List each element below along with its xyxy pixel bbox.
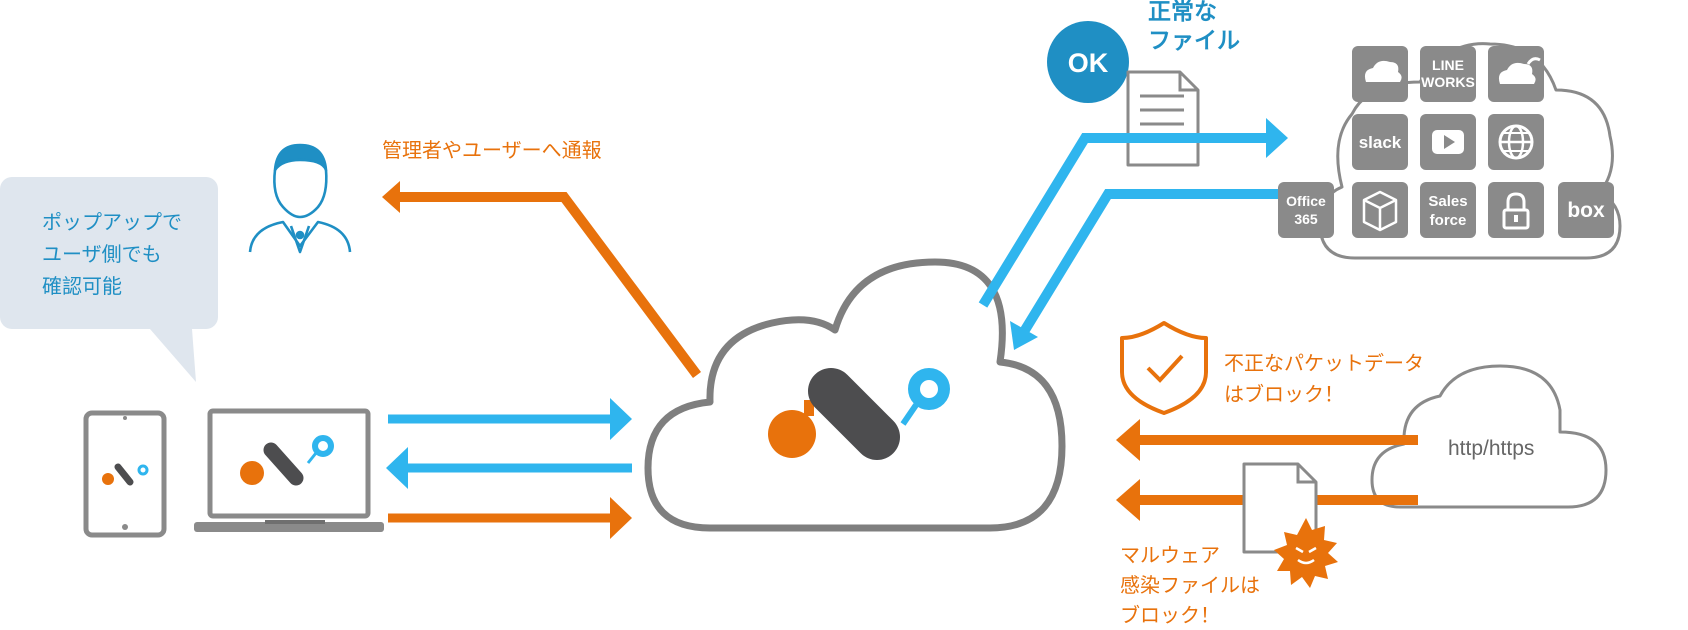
device-orange-arrow [388, 497, 632, 539]
ok-badge-label: OK [1067, 48, 1109, 78]
line-works-line2: WORKS [1421, 74, 1475, 90]
normal-file-line-2: ファイル [1148, 28, 1240, 54]
tile-package [1352, 182, 1408, 238]
normal-file-label: 正常な ファイル [1148, 0, 1240, 56]
device-download-arrow [386, 447, 632, 489]
office365-line1: Office [1286, 193, 1326, 209]
box-label: box [1567, 199, 1605, 222]
block-packet-label: 不正なパケットデータ はブロック！ [1224, 348, 1424, 410]
slack-label: slack [1359, 133, 1402, 152]
block-packet-line-2: はブロック！ [1224, 382, 1344, 406]
bubble-line-1: ポップアップで [42, 210, 182, 234]
laptop-device [194, 408, 384, 532]
tile-globe [1488, 114, 1544, 170]
internet-cloud [1370, 364, 1608, 509]
blocked-packet-arrow [1116, 419, 1418, 461]
shield-check-icon [1120, 321, 1208, 415]
administrator-icon [248, 143, 352, 254]
tile-multi-cloud [1488, 46, 1544, 102]
product-logo [768, 368, 950, 460]
tile-cloud-storage [1352, 46, 1408, 102]
popup-speech-bubble [0, 177, 218, 382]
admin-notice-label: 管理者やユーザーへ通報 [382, 138, 602, 162]
malware-file-icon [1242, 462, 1318, 554]
download-from-services-arrow [1010, 189, 1295, 350]
tile-line-works: LINE WORKS [1420, 46, 1476, 102]
notify-arrow [382, 181, 702, 378]
malware-line-2: 感染ファイルは [1120, 573, 1260, 597]
popup-bubble-text: ポップアップで ユーザ側でも 確認可能 [42, 206, 182, 302]
web-protocol-label: http/https [1448, 437, 1535, 460]
salesforce-line1: Sales [1428, 193, 1467, 210]
normal-file-line-1: 正常な [1148, 0, 1217, 25]
ok-badge [1047, 21, 1129, 103]
device-upload-arrow [388, 398, 632, 440]
tile-box: box [1558, 182, 1614, 238]
tile-lock [1488, 182, 1544, 238]
malware-line-1: マルウェア [1120, 543, 1220, 567]
block-packet-line-1: 不正なパケットデータ [1224, 351, 1424, 375]
upload-to-services-arrow [978, 118, 1288, 308]
normal-file-icon [1126, 70, 1200, 167]
tile-office365: Office 365 [1278, 182, 1334, 238]
virus-icon [1274, 518, 1338, 588]
line-works-line1: LINE [1432, 57, 1464, 73]
tile-slack: slack [1352, 114, 1408, 170]
office365-line2: 365 [1294, 211, 1318, 227]
bubble-line-3: 確認可能 [42, 274, 122, 298]
tile-video [1420, 114, 1476, 170]
salesforce-line2: force [1430, 212, 1467, 229]
malware-label: マルウェア 感染ファイルは ブロック！ [1120, 540, 1260, 630]
tile-salesforce: Sales force [1420, 182, 1476, 238]
tablet-device [83, 410, 167, 538]
malware-line-3: ブロック！ [1120, 603, 1220, 627]
bubble-line-2: ユーザ側でも [42, 242, 162, 266]
